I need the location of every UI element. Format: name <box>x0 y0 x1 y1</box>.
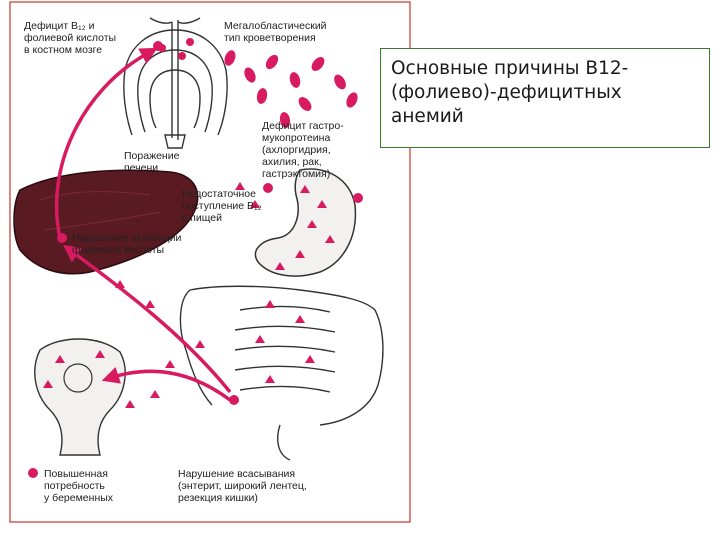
diagram-frame <box>9 1 411 523</box>
label-absorption: Нарушение всасывания (энтерит, широкий л… <box>178 468 307 504</box>
dot-absorption <box>229 395 239 405</box>
rib-cage <box>123 17 228 149</box>
molecule-markers <box>43 182 335 408</box>
uterus <box>34 338 126 456</box>
liver <box>13 169 199 275</box>
legend-dot <box>28 468 38 478</box>
dot-marrow <box>153 41 163 51</box>
pathway-arrows <box>54 47 232 402</box>
title-box: Основные причины В12- (фолиево)-дефицитн… <box>380 48 710 148</box>
label-folate-activation: Нарушение активации фолиевой кислоты <box>72 232 182 256</box>
label-deficit-marrow: Дефицит B₁₂ и фолиевой кислоты в костном… <box>24 20 117 56</box>
label-insufficient-intake: Недостаточное поступление B₁₂ с пищей <box>182 188 262 224</box>
liver-detail <box>39 191 161 231</box>
arrow-liver-to-marrow <box>54 47 158 239</box>
dot-intake <box>263 183 273 193</box>
arrow-absorption-to-liver <box>62 244 232 394</box>
dot-gastro <box>353 193 363 203</box>
label-liver-damage: Поражение печени <box>124 150 180 174</box>
label-megaloblastic: Мегалобластический тип кроветворения <box>224 20 327 44</box>
cause-dots <box>57 41 363 405</box>
label-gastro-deficit: Дефицит гастро- мукопротеина (ахлоргидри… <box>262 120 344 180</box>
slide-title: Основные причины В12- (фолиево)-дефицитн… <box>391 58 629 127</box>
dot-folate <box>57 233 67 243</box>
intestines <box>179 285 384 461</box>
stomach <box>254 168 357 277</box>
label-pregnancy: Повышенная потребность у беременных <box>44 468 114 504</box>
fetus <box>63 363 93 393</box>
arrow-absorption-to-uterus <box>101 366 232 402</box>
blood-cell-scatter <box>158 38 358 128</box>
